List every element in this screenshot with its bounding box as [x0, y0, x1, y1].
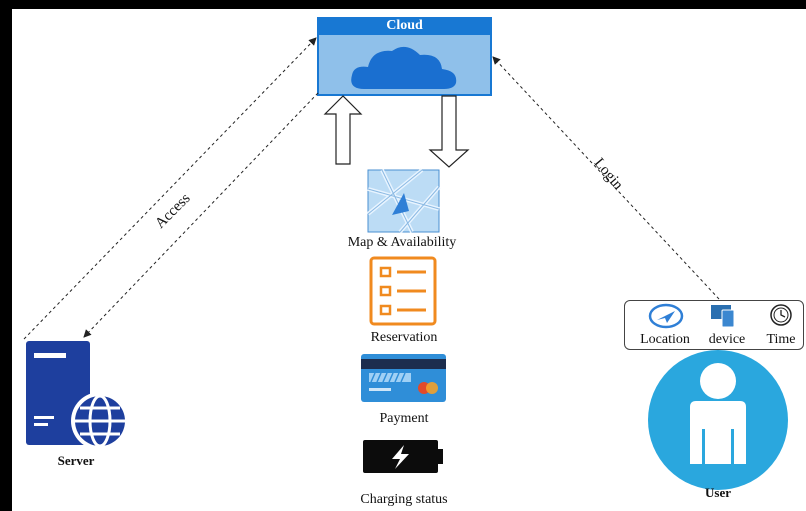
diagram-canvas: Cloud Access Login Map & Availability Re… — [12, 9, 806, 511]
clock-icon — [770, 304, 792, 326]
user-attributes-icons — [648, 303, 792, 329]
user-icon — [648, 350, 788, 490]
server-to-cloud-line — [23, 37, 317, 340]
credit-card-icon — [361, 354, 446, 402]
cloud-title: Cloud — [386, 18, 423, 33]
diagram-svg — [23, 17, 788, 490]
compass-icon — [648, 303, 684, 329]
feature-label-charging: Charging status — [360, 492, 448, 507]
attr-label-time: Time — [766, 332, 796, 347]
user-attributes-box: Location device Time — [624, 300, 804, 350]
attr-label-location: Location — [640, 332, 690, 347]
map-icon — [366, 168, 441, 234]
cloud-to-server-line — [83, 92, 319, 338]
feature-label-payment: Payment — [379, 411, 429, 426]
attr-label-device: device — [708, 332, 746, 347]
user-label: User — [705, 485, 731, 500]
cloud-box — [317, 17, 492, 96]
server-label: Server — [57, 453, 95, 468]
feature-label-map: Map & Availability — [347, 235, 457, 250]
devices-icon — [711, 305, 735, 328]
user-to-cloud-line — [492, 56, 720, 300]
download-arrow — [428, 95, 470, 168]
checklist-icon — [369, 256, 437, 326]
feature-label-reservation: Reservation — [370, 330, 438, 345]
upload-arrow — [323, 95, 363, 165]
battery-charging-icon — [363, 440, 443, 473]
server-globe-icon — [26, 341, 129, 450]
cloud-icon — [351, 46, 457, 89]
